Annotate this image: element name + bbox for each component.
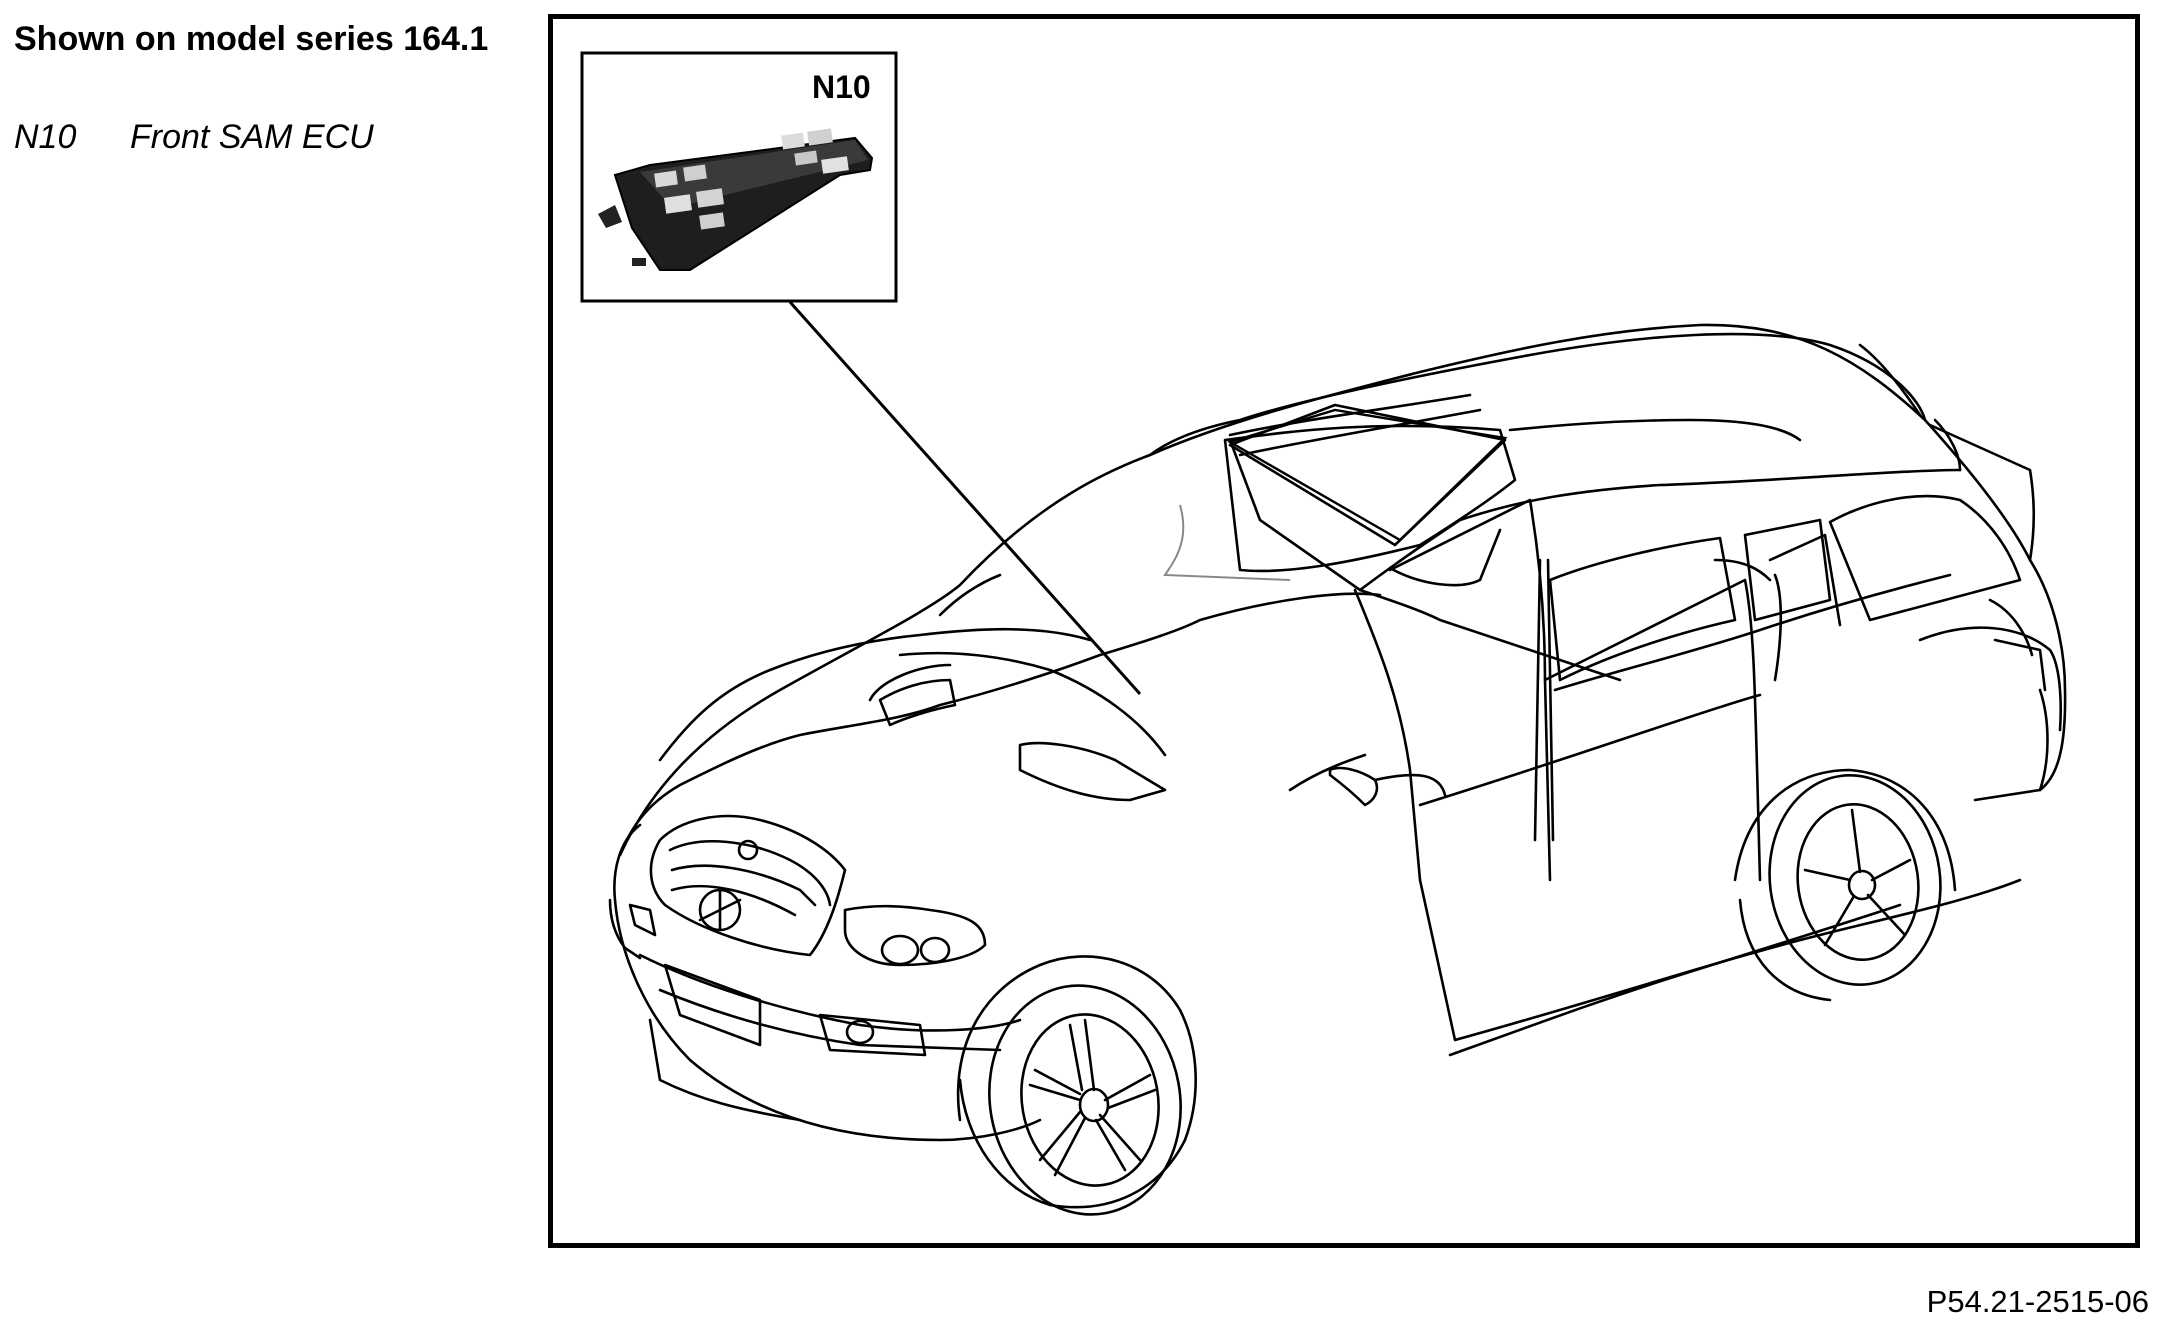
- legend-item: N10 Front SAM ECU: [14, 118, 374, 157]
- ecu-inset: N10: [580, 51, 898, 303]
- illustration-frame: [548, 14, 2140, 1248]
- mirror-reflection: [1163, 504, 1291, 581]
- inset-callout-label: N10: [812, 69, 871, 105]
- suv-outline: [608, 323, 2067, 1216]
- sunroof: [1227, 408, 1508, 542]
- model-series-heading: Shown on model series 164.1: [14, 20, 489, 58]
- legend-description: Front SAM ECU: [130, 118, 374, 156]
- legend-code: N10: [14, 118, 77, 156]
- callout-leader-line: [788, 301, 1142, 695]
- front-sam-ecu-icon: [598, 128, 874, 271]
- figure-id: P54.21-2515-06: [1926, 1284, 2149, 1319]
